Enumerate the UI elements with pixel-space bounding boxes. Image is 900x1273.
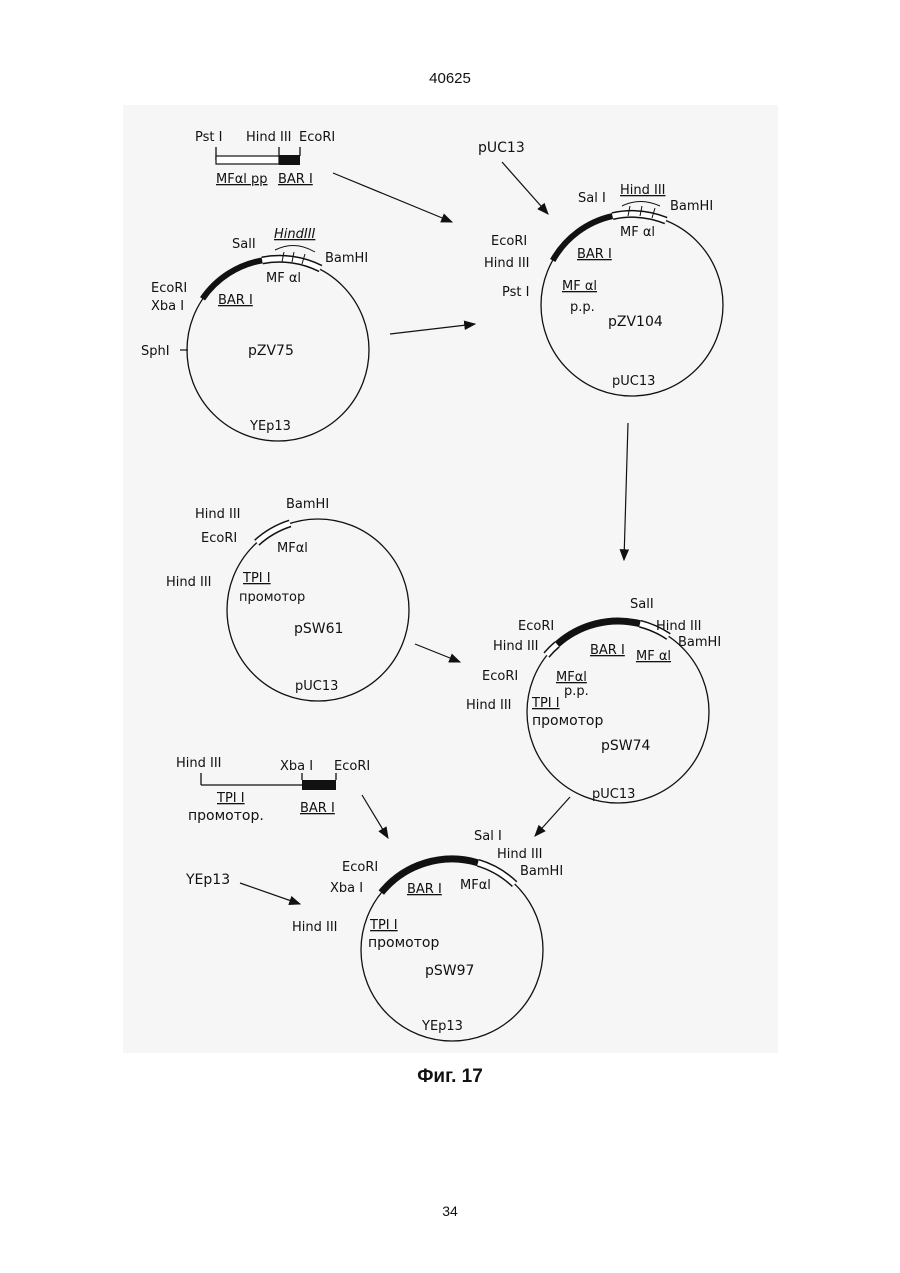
psw97-site-hindiii: Hind III <box>497 847 543 862</box>
pzv104-site-hindiii-2: Hind III <box>484 256 530 271</box>
plasmid-psw61: Hind III BamHI EcoRI Hind III MFαl TPI I… <box>166 497 409 701</box>
pzv75-site-hindiii: HindIII <box>274 227 316 242</box>
psw97-backbone: YEp13 <box>421 1019 463 1034</box>
pzv104-site-psti: Pst I <box>502 285 529 300</box>
pzv75-site-sali: SalI <box>232 237 256 252</box>
psw61-feature-mf: MFαl <box>277 541 308 556</box>
fragment-bottom-site-hindiii: Hind III <box>176 756 222 771</box>
pzv104-backbone: pUC13 <box>612 374 655 389</box>
pzv104-site-ecori: EcoRI <box>491 234 527 249</box>
psw97-name: pSW97 <box>425 963 474 979</box>
psw97-feature-mf: MFαl <box>460 878 491 893</box>
psw97-feature-bar1: BAR I <box>407 882 442 897</box>
fragment-bottom-label-bar1: BAR I <box>300 801 335 816</box>
arrow-fragment-to-psw97 <box>362 795 388 838</box>
psw61-site-bamhi: BamHI <box>286 497 329 512</box>
plasmid-pzv75: SalI HindIII BamHI EcoRI Xba I SphI MF α… <box>141 227 369 441</box>
arrow-pzv104-to-psw74 <box>624 423 628 560</box>
puc13-top-label: pUC13 <box>478 140 525 156</box>
fragment-bottom-label-promotor: промотор. <box>188 808 264 824</box>
psw74-name: pSW74 <box>601 738 651 754</box>
fragment-bottom-label-tpi: TPI I <box>216 791 245 806</box>
psw74-site-hindiii: Hind III <box>656 619 702 634</box>
pzv104-name: pZV104 <box>608 314 663 330</box>
psw61-site-hindiii-2: Hind III <box>166 575 212 590</box>
pzv104-site-bamhi: BamHI <box>670 199 713 214</box>
pzv104-site-hindiii: Hind III <box>620 183 666 198</box>
psw74-feature-promotor: промотор <box>532 713 603 729</box>
psw74-site-bamhi: BamHI <box>678 635 721 650</box>
fragment-top-site-ecori: EcoRI <box>299 130 335 145</box>
arrow-fragment-to-pzv104 <box>333 173 452 222</box>
plasmid-pzv104: Sal I Hind III BamHI EcoRI Hind III Pst … <box>484 183 723 396</box>
fragment-top-site-psti: Pst I <box>195 130 222 145</box>
pzv104-feature-pp: p.p. <box>570 300 595 315</box>
psw61-feature-promotor: промотор <box>239 590 305 605</box>
fragment-top-label-mfalpp: MFαl pp <box>216 172 268 187</box>
pzv104-feature-bar1: BAR I <box>577 247 612 262</box>
yep13-bottom-label: YEp13 <box>185 872 230 888</box>
arrow-psw74-to-psw97 <box>535 797 570 836</box>
pzv75-backbone: YEp13 <box>249 419 291 434</box>
psw61-site-ecori: EcoRI <box>201 531 237 546</box>
fragment-bottom-site-ecori: EcoRI <box>334 759 370 774</box>
psw97-feature-promotor: промотор <box>368 935 439 951</box>
page-footer-number: 34 <box>0 1203 900 1219</box>
arrow-psw61-to-psw74 <box>415 644 460 662</box>
psw97-site-xbai: Xba I <box>330 881 363 896</box>
psw61-backbone: pUC13 <box>295 679 338 694</box>
psw97-site-hindiii-2: Hind III <box>292 920 338 935</box>
psw74-site-ecori-2: EcoRI <box>482 669 518 684</box>
plasmid-psw97: Sal I Hind III BamHI EcoRI Xba I Hind II… <box>292 829 563 1041</box>
psw74-backbone: pUC13 <box>592 787 635 802</box>
fragment-top-label-bar1: BAR I <box>278 172 313 187</box>
pzv104-feature-mf-2: MF αl <box>562 279 597 294</box>
psw74-feature-bar1: BAR I <box>590 643 625 658</box>
psw97-site-sali: Sal I <box>474 829 502 844</box>
psw74-feature-tpi: TPI I <box>531 696 560 711</box>
fragment-top-site-hindiii: Hind III <box>246 130 292 145</box>
pzv75-site-ecori: EcoRI <box>151 281 187 296</box>
pzv75-site-bamhi: BamHI <box>325 251 368 266</box>
psw74-site-hindiii-3: Hind III <box>466 698 512 713</box>
psw74-feature-mf-2: MFαl <box>556 670 587 685</box>
psw74-feature-mf: MF αl <box>636 649 671 664</box>
psw61-name: pSW61 <box>294 621 343 637</box>
figure-caption: Фиг. 17 <box>0 1066 900 1088</box>
arrow-yep13-to-psw97 <box>240 883 300 904</box>
plasmid-psw74: SalI Hind III BamHI EcoRI Hind III EcoRI… <box>466 597 721 803</box>
pzv75-site-sphi: SphI <box>141 344 170 359</box>
psw97-feature-tpi: TPI I <box>369 918 398 933</box>
fragment-bottom-site-xbai: Xba I <box>280 759 313 774</box>
fragment-bottom: Hind III Xba I EcoRI TPI I промотор. BAR… <box>176 756 370 824</box>
pzv75-name: pZV75 <box>248 343 294 359</box>
psw74-site-sali: SalI <box>630 597 654 612</box>
pzv104-site-sali: Sal I <box>578 191 606 206</box>
psw74-feature-pp: p.p. <box>564 684 589 699</box>
arrow-pzv75-to-pzv104 <box>390 324 475 334</box>
arrow-puc13-to-pzv104 <box>502 162 548 214</box>
psw61-site-hindiii: Hind III <box>195 507 241 522</box>
psw97-site-bamhi: BamHI <box>520 864 563 879</box>
pzv75-feature-bar1: BAR I <box>218 293 253 308</box>
pzv75-site-xbai: Xba I <box>151 299 184 314</box>
psw97-site-ecori: EcoRI <box>342 860 378 875</box>
fragment-top: Pst I Hind III EcoRI MFαl pp BAR I <box>195 130 335 187</box>
pzv104-feature-mf: MF αl <box>620 225 655 240</box>
psw74-site-ecori: EcoRI <box>518 619 554 634</box>
psw61-feature-tpi: TPI I <box>242 571 271 586</box>
psw74-site-hindiii-2: Hind III <box>493 639 539 654</box>
pzv75-feature-mf: MF αl <box>266 271 301 286</box>
